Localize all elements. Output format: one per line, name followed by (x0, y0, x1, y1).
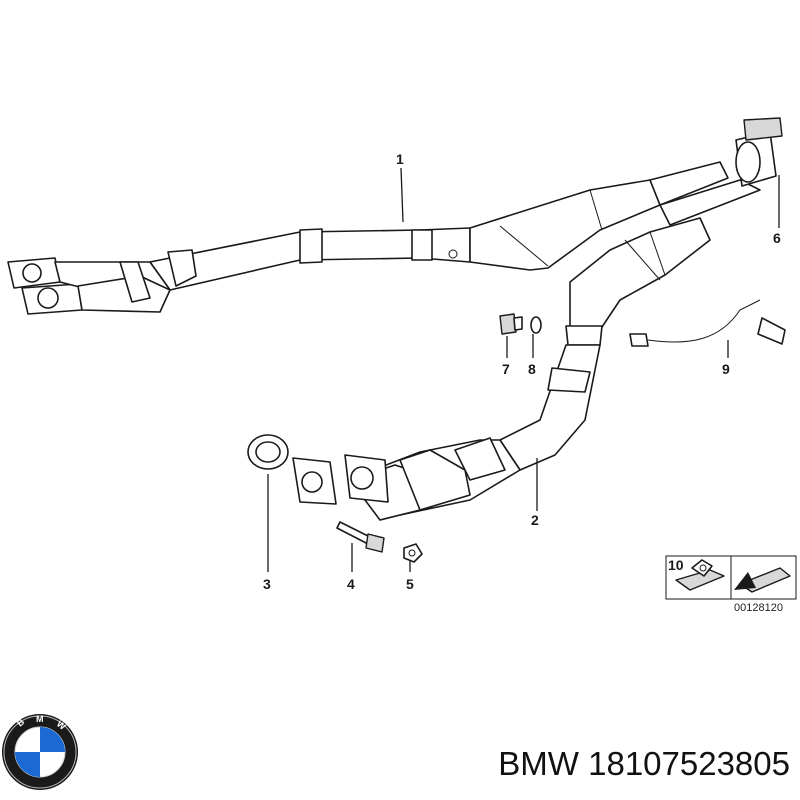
svg-text:M: M (36, 714, 44, 724)
svg-text:B: B (15, 716, 27, 728)
bmw-logo: B M W (2, 714, 78, 790)
part-4-bolt (336, 521, 385, 553)
part-6-clamp (735, 117, 783, 187)
callout-10: 10 (668, 557, 684, 573)
reference-code: 00128120 (734, 602, 783, 614)
part-2-rear-pipe (292, 217, 711, 521)
callout-4: 4 (347, 576, 355, 592)
part-5-nut (403, 543, 423, 563)
part-caption: BMW 18107523805 (410, 742, 790, 786)
callout-1: 1 (396, 151, 404, 167)
part-number: 18107523805 (588, 745, 790, 782)
callout-6: 6 (773, 230, 781, 246)
part-3-gasket (247, 434, 289, 470)
callout-7: 7 (502, 361, 510, 377)
callout-3: 3 (263, 576, 271, 592)
brand-label: BMW (498, 745, 579, 782)
callout-5: 5 (406, 576, 414, 592)
part-10-inset: 10 00128120 (665, 555, 797, 614)
part-9-oxygen-sensor (629, 299, 786, 347)
callout-2: 2 (531, 512, 539, 528)
callout-labels: 1 2 3 4 5 6 7 8 9 (263, 151, 781, 592)
part-1-front-pipe (7, 161, 761, 315)
leader-lines (267, 167, 780, 572)
callout-9: 9 (722, 361, 730, 377)
part-7-screw-plug (499, 313, 523, 335)
part-8-seal-ring (530, 316, 542, 334)
callout-8: 8 (528, 361, 536, 377)
